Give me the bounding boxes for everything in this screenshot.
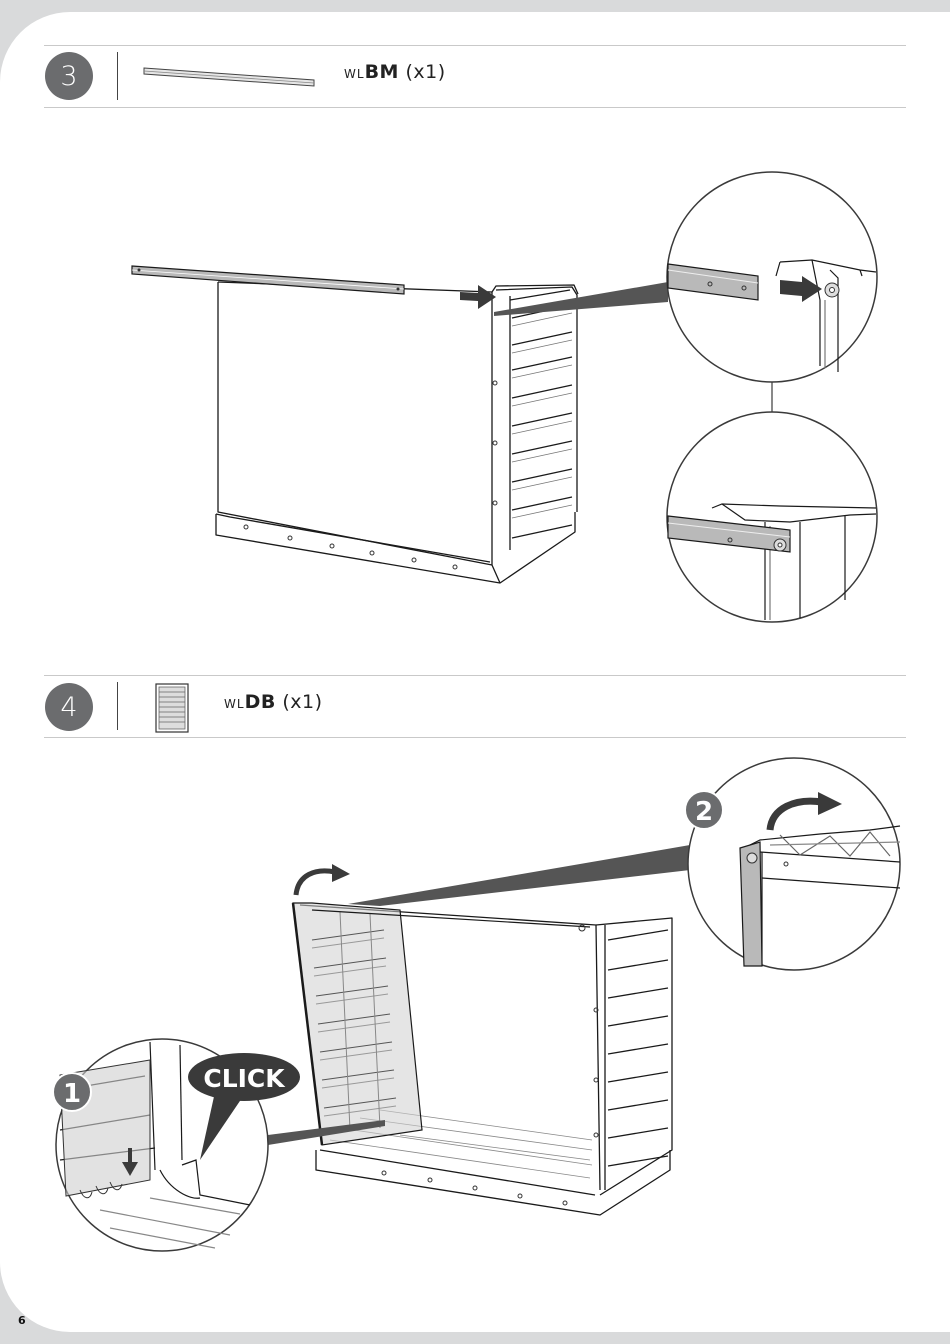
step4-part-code: DB	[245, 691, 276, 713]
click-callout-label: CLICK	[203, 1064, 286, 1093]
step4-part-prefix: WL	[224, 697, 245, 711]
part-db-thumbnail	[154, 682, 190, 734]
step4-top-rule	[44, 675, 906, 676]
sub-step-1-number: 1	[63, 1079, 81, 1109]
step4-assembly-illustration: CLICK 1 2	[0, 740, 950, 1280]
page-number: 6	[18, 1314, 26, 1327]
sub-step-2-number: 2	[695, 797, 713, 827]
step4-number-badge: 4	[45, 683, 93, 731]
step4-part-qty: (x1)	[282, 691, 322, 713]
step3-assembly-illustration	[0, 0, 950, 660]
step4-part-label: WLDB (x1)	[224, 691, 323, 713]
step4-bottom-rule	[44, 737, 906, 738]
step4-divider	[117, 682, 118, 730]
